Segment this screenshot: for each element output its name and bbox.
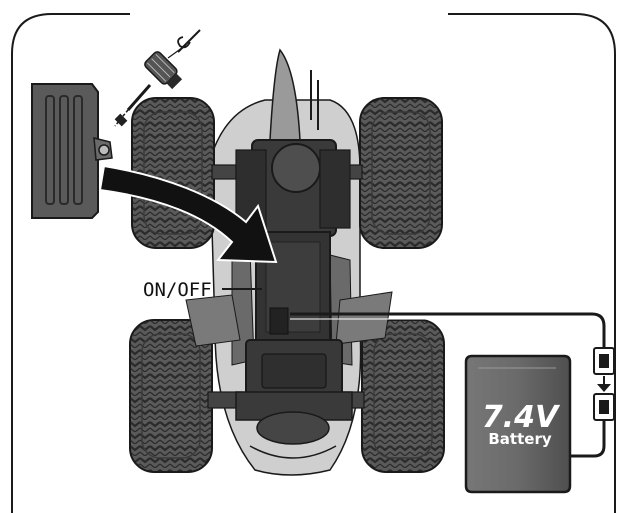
battery-cover bbox=[31, 83, 113, 219]
battery-voltage-label: 7.4V bbox=[481, 400, 559, 435]
front-left-tire bbox=[131, 97, 215, 249]
front-right-tire bbox=[359, 97, 443, 249]
onoff-switch-label: ON/OFF bbox=[143, 279, 212, 301]
screwdriver-icon bbox=[114, 29, 201, 127]
insert-arrow bbox=[98, 164, 278, 264]
battery-connector bbox=[593, 347, 615, 421]
battery-name-label: Battery bbox=[488, 430, 552, 448]
battery-wire bbox=[290, 312, 606, 458]
rear-left-tire bbox=[129, 319, 213, 473]
frame bbox=[11, 13, 616, 513]
rc-monster-truck bbox=[129, 48, 445, 476]
rear-right-tire bbox=[361, 319, 445, 473]
battery-pack bbox=[464, 354, 572, 494]
